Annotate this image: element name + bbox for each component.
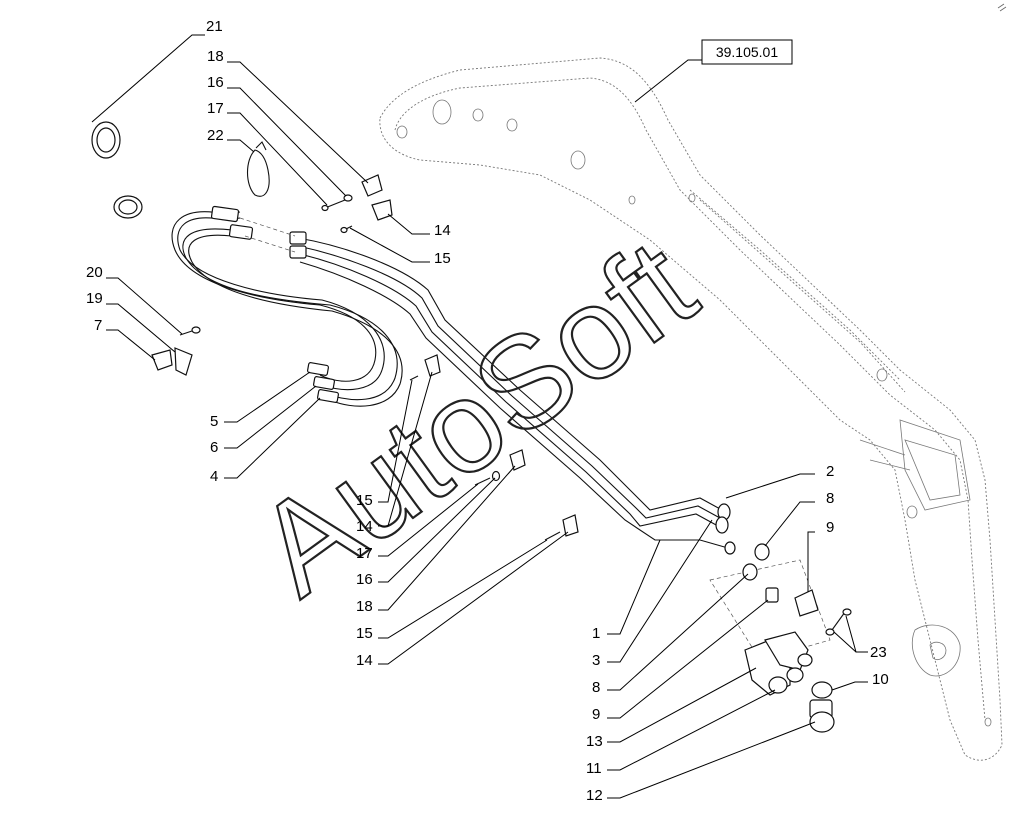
callout-18: 18 xyxy=(207,48,224,65)
callout-17: 17 xyxy=(207,100,224,117)
part-22-clip xyxy=(246,141,270,197)
watermark-text: AutoSoft xyxy=(231,211,720,622)
callout-10: 10 xyxy=(872,671,889,688)
callout-12: 12 xyxy=(586,787,603,804)
callout-19: 19 xyxy=(86,290,103,307)
reference-box-label: 39.105.01 xyxy=(716,44,778,60)
callout-14: 14 xyxy=(434,222,451,239)
callout-11: 11 xyxy=(586,760,602,777)
coupler-assembly xyxy=(709,543,852,733)
part-21-hose xyxy=(2,106,143,219)
callout-18-middle: 18 xyxy=(356,598,373,615)
callout-15-lower: 15 xyxy=(356,625,373,642)
brackets-and-bolts xyxy=(151,174,579,541)
callout-16: 16 xyxy=(207,74,224,91)
callout-22: 22 xyxy=(207,127,224,144)
callout-1: 1 xyxy=(592,625,600,642)
corner-mark xyxy=(997,3,1007,12)
callout-6: 6 xyxy=(210,439,218,456)
loader-arm-frame xyxy=(379,57,1003,761)
callout-8-lower: 8 xyxy=(592,679,600,696)
callout-15-middle: 15 xyxy=(356,492,373,509)
callout-9-lower: 9 xyxy=(592,706,600,723)
callout-9: 9 xyxy=(826,519,834,536)
callout-15: 15 xyxy=(434,250,451,267)
callout-14-lower: 14 xyxy=(356,652,373,669)
callout-16-middle: 16 xyxy=(356,571,373,588)
callout-23: 23 xyxy=(870,644,887,661)
callout-4: 4 xyxy=(210,468,218,485)
callout-8: 8 xyxy=(826,490,834,507)
callout-21: 21 xyxy=(206,18,223,35)
callout-3: 3 xyxy=(592,652,600,669)
callout-13: 13 xyxy=(586,733,603,750)
callout-7: 7 xyxy=(94,317,102,334)
watermark: AutoSoft xyxy=(230,210,721,623)
rigid-pipes xyxy=(289,231,736,555)
reference-box: 39.105.01 xyxy=(634,39,793,103)
callout-5: 5 xyxy=(210,413,218,430)
callout-17-middle: 17 xyxy=(356,545,373,562)
callout-20: 20 xyxy=(86,264,103,281)
hydraulic-hoses-bundle xyxy=(171,205,403,407)
callout-14-middle: 14 xyxy=(356,518,373,535)
callout-2: 2 xyxy=(826,463,834,480)
callouts: 21 18 16 17 22 14 15 20 19 7 5 6 xyxy=(86,18,889,804)
